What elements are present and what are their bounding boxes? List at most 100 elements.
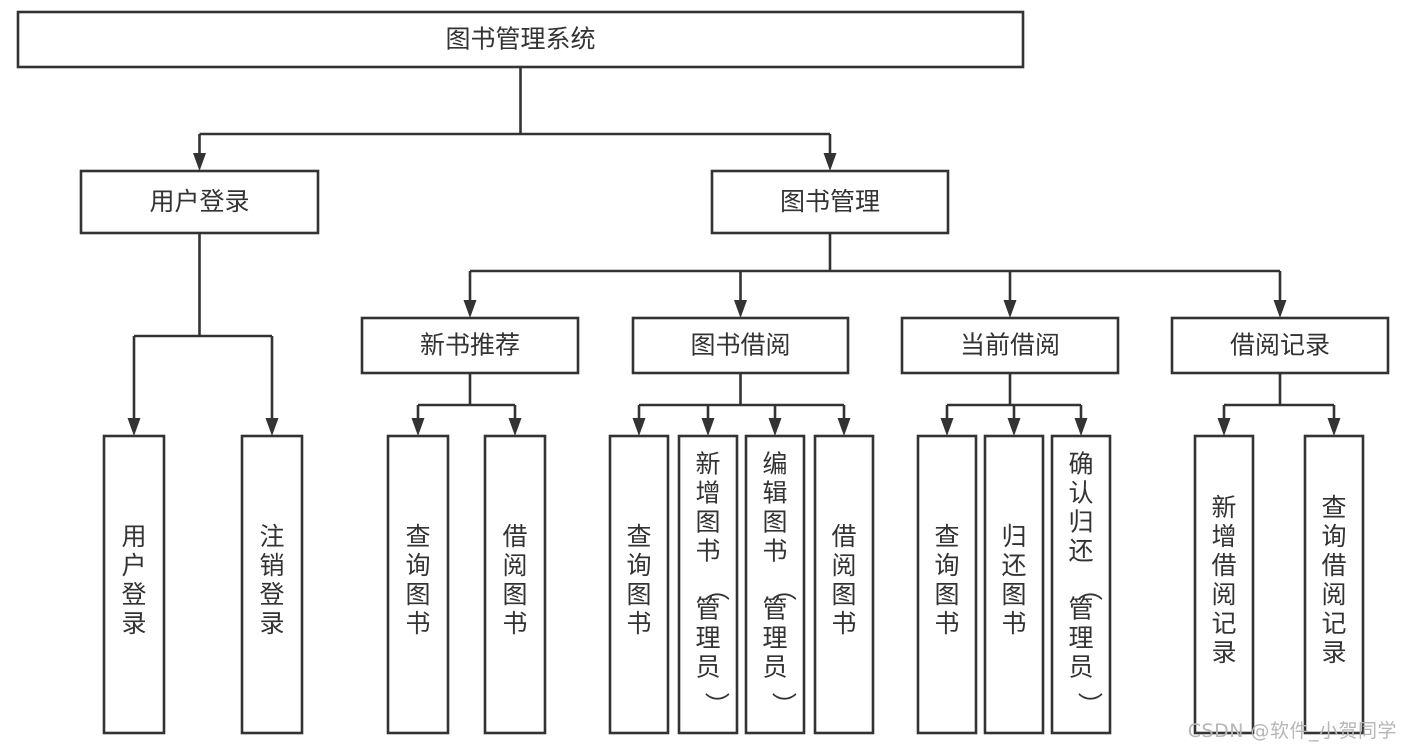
node-box[interactable] — [744, 434, 806, 735]
node-label-char: 查 — [934, 522, 959, 551]
node-leaf-add-record[interactable]: 新增借阅记录新增借阅记录 — [1193, 434, 1255, 735]
node-label-char: 图 — [405, 580, 430, 609]
node-label-char: 书 — [1001, 609, 1026, 638]
connector-arrowhead-icon — [701, 418, 715, 436]
node-label-char: 书 — [502, 609, 527, 638]
node-box[interactable] — [1193, 434, 1255, 735]
node-leaf-query-record[interactable]: 查询借阅记录查询借阅记录 — [1303, 434, 1365, 735]
connector-arrowhead-icon — [734, 300, 747, 318]
node-label-char: 书 — [626, 609, 651, 638]
connector-arrowhead-icon — [1074, 418, 1088, 436]
node-box[interactable] — [386, 434, 450, 735]
node-label-char: 查 — [626, 522, 651, 551]
node-label-char: 询 — [934, 551, 959, 580]
node-label-char: 用 — [121, 522, 146, 551]
node-label-char: 书 — [695, 537, 720, 566]
node-box[interactable] — [710, 169, 950, 235]
node-box[interactable] — [608, 434, 670, 735]
connector-arrowhead-icon — [768, 418, 782, 436]
node-label-char: （ — [702, 576, 731, 601]
node-leaf-query-book-3[interactable]: 查询图书查询图书 — [916, 434, 978, 735]
connector-group — [411, 373, 522, 436]
connector-arrowhead-icon — [1217, 418, 1231, 436]
node-box[interactable] — [102, 434, 166, 735]
connector-arrowhead-icon — [1273, 300, 1287, 318]
node-box[interactable] — [813, 434, 875, 735]
node-box[interactable] — [16, 10, 1025, 69]
connector-arrowhead-icon — [193, 153, 206, 171]
connector-group — [1217, 373, 1341, 436]
node-label-char: 增 — [1211, 522, 1236, 551]
node-new-book-rec[interactable]: 新书推荐 — [360, 316, 580, 375]
node-box[interactable] — [79, 169, 320, 235]
node-label: 图书管理 — [780, 187, 880, 216]
node-box[interactable] — [1303, 434, 1365, 735]
node-label-char: 新 — [695, 450, 720, 479]
node-label-char: 销 — [259, 551, 284, 580]
node-label-char: 登 — [259, 580, 284, 609]
node-label-char: 注 — [259, 522, 284, 551]
node-book-manage[interactable]: 图书管理 — [710, 169, 950, 235]
node-label-char: 管 — [1068, 595, 1093, 624]
node-box[interactable] — [631, 316, 850, 375]
node-root[interactable]: 图书管理系统 — [16, 10, 1025, 69]
node-box[interactable] — [677, 434, 739, 735]
node-label-char: 还 — [1068, 537, 1093, 566]
connector-arrowhead-icon — [632, 418, 646, 436]
node-label-char: 员 — [695, 653, 720, 682]
node-leaf-user-login[interactable]: 用户登录用户登录 — [102, 434, 166, 735]
node-leaf-borrow-book-2[interactable]: 借阅图书借阅图书 — [813, 434, 875, 735]
node-box[interactable] — [916, 434, 978, 735]
node-label-char: 书 — [831, 609, 856, 638]
node-label-char: 图 — [695, 508, 720, 537]
watermark-label: CSDN @软件_小贺同学 — [1187, 720, 1397, 742]
node-label-char: 员 — [1068, 653, 1093, 682]
node-label: 用户登录 — [149, 187, 249, 216]
node-leaf-return-book[interactable]: 归还图书归还图书 — [983, 434, 1045, 735]
node-label-char: 图 — [626, 580, 651, 609]
node-label-char: 查 — [405, 522, 430, 551]
node-label-char: 还 — [1001, 551, 1026, 580]
node-box[interactable] — [900, 316, 1120, 375]
node-label-char: 辑 — [762, 479, 787, 508]
node-label-char: 管 — [762, 595, 787, 624]
node-label-char: 理 — [1068, 624, 1093, 653]
node-book-borrow[interactable]: 图书借阅 — [631, 316, 850, 375]
node-label-char: 阅 — [1211, 580, 1236, 609]
node-label-char: 询 — [405, 551, 430, 580]
node-label-char: 阅 — [1321, 580, 1346, 609]
connector-arrowhead-icon — [508, 418, 522, 436]
node-label-char: 图 — [1001, 580, 1026, 609]
node-box[interactable] — [1170, 316, 1390, 375]
connector-group — [463, 233, 1287, 318]
node-leaf-logout[interactable]: 注销登录注销登录 — [240, 434, 304, 735]
node-label-char: 理 — [695, 624, 720, 653]
node-box[interactable] — [483, 434, 547, 735]
node-label-char: 录 — [121, 609, 146, 638]
node-label-char: 记 — [1321, 609, 1346, 638]
node-box[interactable] — [240, 434, 304, 735]
node-leaf-borrow-book-1[interactable]: 借阅图书借阅图书 — [483, 434, 547, 735]
node-user-login[interactable]: 用户登录 — [79, 169, 320, 235]
node-label-char: 管 — [695, 595, 720, 624]
node-label-char: 归 — [1068, 508, 1093, 537]
node-box[interactable] — [983, 434, 1045, 735]
node-label-char: 确 — [1068, 450, 1093, 479]
node-label-char: （ — [1075, 576, 1104, 601]
node-label-char: 借 — [502, 522, 527, 551]
node-current-borrow[interactable]: 当前借阅 — [900, 316, 1120, 375]
connector-arrowhead-icon — [837, 418, 851, 436]
node-label-char: 书 — [934, 609, 959, 638]
node-leaf-query-book-1[interactable]: 查询图书查询图书 — [386, 434, 450, 735]
node-label: 新书推荐 — [420, 331, 520, 360]
node-box[interactable] — [1050, 434, 1112, 735]
node-borrow-record[interactable]: 借阅记录 — [1170, 316, 1390, 375]
node-leaf-query-book-2[interactable]: 查询图书查询图书 — [608, 434, 670, 735]
node-box[interactable] — [360, 316, 580, 375]
node-label-char: 登 — [121, 580, 146, 609]
node-label-char: 图 — [831, 580, 856, 609]
